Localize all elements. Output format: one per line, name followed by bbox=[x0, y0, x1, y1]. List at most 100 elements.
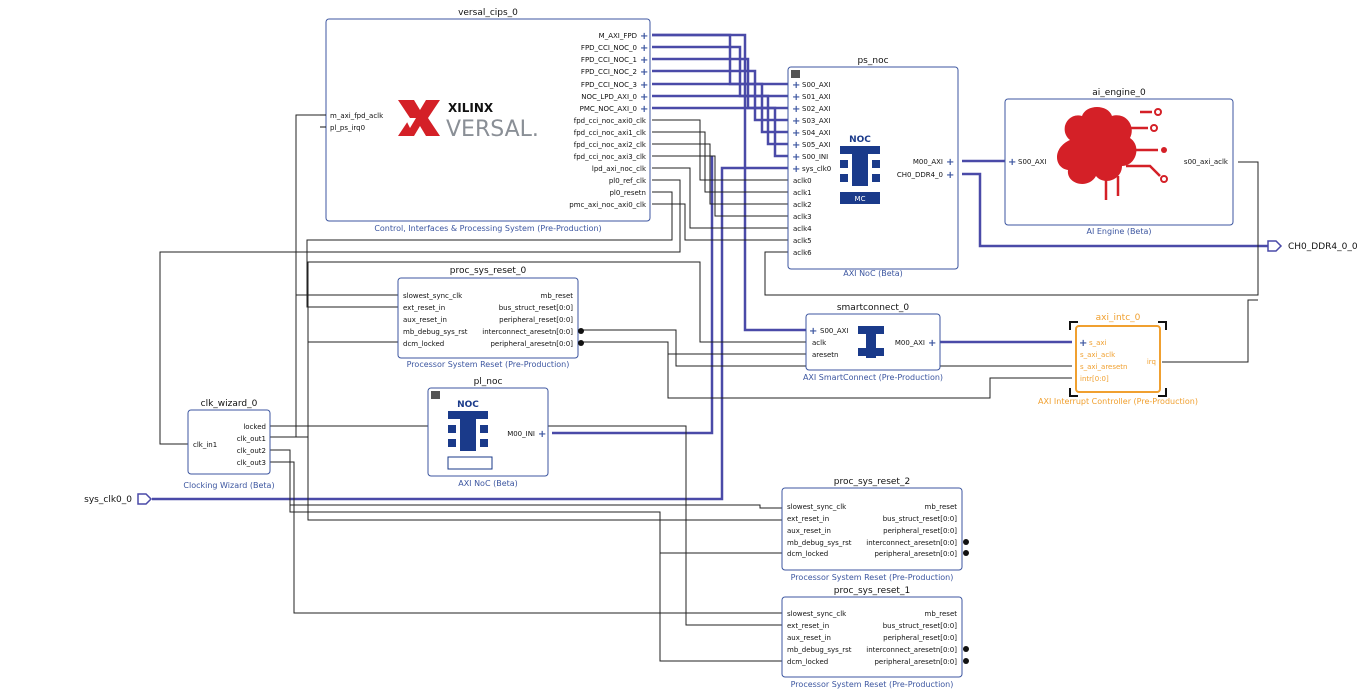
port-bus-struct-reset[interactable]: bus_struct_reset[0:0] bbox=[883, 515, 958, 523]
ps-noc-block[interactable]: ps_noc AXI NoC (Beta) NOC MC S00_AXI S01… bbox=[787, 56, 959, 278]
port-fpd-cci-noc-3[interactable]: FPD_CCI_NOC_3 bbox=[581, 81, 637, 89]
port-interconnect-aresetn[interactable]: interconnect_aresetn[0:0] bbox=[866, 539, 957, 547]
port-locked[interactable]: locked bbox=[243, 423, 266, 431]
ext-port-ch0-ddr4[interactable]: CH0_DDR4_0_0 bbox=[1267, 240, 1358, 252]
port-aclk0[interactable]: aclk0 bbox=[793, 177, 812, 185]
port-ai-s00-axi[interactable]: S00_AXI bbox=[1018, 158, 1047, 166]
port-aux-reset-in[interactable]: aux_reset_in bbox=[787, 634, 831, 642]
port-m-axi-fpd[interactable]: M_AXI_FPD bbox=[599, 32, 637, 40]
port-bus-struct-reset[interactable]: bus_struct_reset[0:0] bbox=[883, 622, 958, 630]
port-fpd-cci-noc-axi2-clk[interactable]: fpd_cci_noc_axi2_clk bbox=[574, 141, 647, 149]
port-ext-reset-in[interactable]: ext_reset_in bbox=[787, 622, 829, 630]
clk-wizard-block[interactable]: clk_wizard_0 Clocking Wizard (Beta) clk_… bbox=[183, 399, 274, 490]
port-mb-debug-sys-rst[interactable]: mb_debug_sys_rst bbox=[787, 539, 852, 547]
port-slowest-sync-clk[interactable]: slowest_sync_clk bbox=[787, 503, 847, 511]
port-ext-reset-in[interactable]: ext_reset_in bbox=[403, 304, 445, 312]
port-s00-axi[interactable]: S00_AXI bbox=[802, 81, 831, 89]
port-s-axi-aclk[interactable]: s_axi_aclk bbox=[1080, 351, 1116, 359]
versal-cips-block[interactable]: versal_cips_0 Control, Interfaces & Proc… bbox=[320, 8, 651, 233]
port-peripheral-reset[interactable]: peripheral_reset[0:0] bbox=[883, 634, 957, 642]
proc-sys-reset-2-body[interactable] bbox=[781, 487, 963, 571]
pl-noc-block[interactable]: pl_noc AXI NoC (Beta) NOC M00_INI + bbox=[427, 377, 549, 488]
port-dcm-locked[interactable]: dcm_locked bbox=[787, 658, 828, 666]
port-lpd-axi-noc-clk[interactable]: lpd_axi_noc_clk bbox=[592, 165, 647, 173]
port-sys-clk0[interactable]: sys_clk0 bbox=[802, 165, 831, 173]
port-irq[interactable]: irq bbox=[1147, 358, 1156, 366]
proc-sys-reset-2-block[interactable]: proc_sys_reset_2 Processor System Reset … bbox=[781, 477, 969, 582]
port-s00-axi-aclk[interactable]: s00_axi_aclk bbox=[1184, 158, 1229, 166]
port-fpd-cci-noc-1[interactable]: FPD_CCI_NOC_1 bbox=[581, 56, 637, 64]
block-menu-icon[interactable] bbox=[431, 391, 440, 399]
port-aclk6[interactable]: aclk6 bbox=[793, 249, 812, 257]
port-clk-out1[interactable]: clk_out1 bbox=[237, 435, 266, 443]
port-pl0-resetn[interactable]: pl0_resetn bbox=[609, 189, 646, 197]
port-s01-axi[interactable]: S01_AXI bbox=[802, 93, 831, 101]
port-sc-s00-axi[interactable]: S00_AXI bbox=[820, 327, 849, 335]
port-peripheral-aresetn[interactable]: peripheral_aresetn[0:0] bbox=[490, 340, 573, 348]
port-s02-axi[interactable]: S02_AXI bbox=[802, 105, 831, 113]
port-m00-ini[interactable]: M00_INI bbox=[507, 430, 535, 438]
port-sc-aresetn[interactable]: aresetn bbox=[812, 351, 838, 359]
port-m-axi-fpd-aclk[interactable]: m_axi_fpd_aclk bbox=[330, 112, 384, 120]
port-clk-out3[interactable]: clk_out3 bbox=[237, 459, 266, 467]
proc-sys-reset-0-block[interactable]: proc_sys_reset_0 Processor System Reset … bbox=[397, 266, 584, 369]
ext-port-sys-clk[interactable]: sys_clk0_0 bbox=[84, 493, 153, 505]
port-s03-axi[interactable]: S03_AXI bbox=[802, 117, 831, 125]
port-aclk5[interactable]: aclk5 bbox=[793, 237, 812, 245]
port-s05-axi[interactable]: S05_AXI bbox=[802, 141, 831, 149]
port-aclk3[interactable]: aclk3 bbox=[793, 213, 812, 221]
port-s-axi-aresetn[interactable]: s_axi_aresetn bbox=[1080, 363, 1127, 371]
port-sc-aclk[interactable]: aclk bbox=[812, 339, 827, 347]
port-fpd-cci-noc-0[interactable]: FPD_CCI_NOC_0 bbox=[581, 44, 637, 52]
port-fpd-cci-noc-axi1-clk[interactable]: fpd_cci_noc_axi1_clk bbox=[574, 129, 647, 137]
axi-intc-block[interactable]: axi_intc_0 AXI Interrupt Controller (Pre… bbox=[1038, 313, 1198, 406]
port-aux-reset-in[interactable]: aux_reset_in bbox=[787, 527, 831, 535]
port-mb-reset[interactable]: mb_reset bbox=[925, 503, 958, 511]
port-peripheral-reset[interactable]: peripheral_reset[0:0] bbox=[883, 527, 957, 535]
port-fpd-cci-noc-2[interactable]: FPD_CCI_NOC_2 bbox=[581, 68, 637, 76]
port-s-axi[interactable]: s_axi bbox=[1089, 339, 1107, 347]
port-aclk4[interactable]: aclk4 bbox=[793, 225, 812, 233]
port-peripheral-reset[interactable]: peripheral_reset[0:0] bbox=[499, 316, 573, 324]
port-ch0-ddr4-0[interactable]: CH0_DDR4_0 bbox=[897, 171, 943, 179]
port-dcm-locked[interactable]: dcm_locked bbox=[787, 550, 828, 558]
port-pl0-ref-clk[interactable]: pl0_ref_clk bbox=[609, 177, 647, 185]
port-dcm-locked[interactable]: dcm_locked bbox=[403, 340, 444, 348]
port-s00-ini[interactable]: S00_INI bbox=[802, 153, 828, 161]
versal-cips-body[interactable] bbox=[325, 18, 651, 222]
port-mb-reset[interactable]: mb_reset bbox=[925, 610, 958, 618]
port-fpd-cci-noc-axi0-clk[interactable]: fpd_cci_noc_axi0_clk bbox=[574, 117, 647, 125]
port-aux-reset-in[interactable]: aux_reset_in bbox=[403, 316, 447, 324]
port-clk-out2[interactable]: clk_out2 bbox=[237, 447, 266, 455]
ai-engine-block[interactable]: ai_engine_0 AI Engine (Beta) S00_AXI + s… bbox=[1004, 88, 1234, 236]
port-intr[interactable]: intr[0:0] bbox=[1080, 375, 1109, 383]
port-peripheral-aresetn[interactable]: peripheral_aresetn[0:0] bbox=[874, 658, 957, 666]
port-interconnect-aresetn[interactable]: interconnect_aresetn[0:0] bbox=[866, 646, 957, 654]
clk-wizard-body[interactable] bbox=[187, 409, 271, 475]
port-aclk2[interactable]: aclk2 bbox=[793, 201, 812, 209]
proc-sys-reset-1-body[interactable] bbox=[781, 596, 963, 678]
port-mb-debug-sys-rst[interactable]: mb_debug_sys_rst bbox=[403, 328, 468, 336]
port-sc-m00-axi[interactable]: M00_AXI bbox=[895, 339, 925, 347]
port-clk-in1[interactable]: clk_in1 bbox=[193, 441, 217, 449]
port-fpd-cci-noc-axi3-clk[interactable]: fpd_cci_noc_axi3_clk bbox=[574, 153, 647, 161]
port-s04-axi[interactable]: S04_AXI bbox=[802, 129, 831, 137]
port-mb-reset[interactable]: mb_reset bbox=[541, 292, 574, 300]
port-m00-axi[interactable]: M00_AXI bbox=[913, 158, 943, 166]
port-bus-struct-reset[interactable]: bus_struct_reset[0:0] bbox=[499, 304, 574, 312]
port-aclk1[interactable]: aclk1 bbox=[793, 189, 812, 197]
port-slowest-sync-clk[interactable]: slowest_sync_clk bbox=[787, 610, 847, 618]
port-slowest-sync-clk[interactable]: slowest_sync_clk bbox=[403, 292, 463, 300]
port-mb-debug-sys-rst[interactable]: mb_debug_sys_rst bbox=[787, 646, 852, 654]
axi-intc-body[interactable] bbox=[1075, 325, 1161, 393]
port-pl-ps-irq0[interactable]: pl_ps_irq0 bbox=[330, 124, 365, 132]
proc-sys-reset-0-body[interactable] bbox=[397, 277, 579, 359]
selection-handles[interactable] bbox=[1069, 321, 1167, 397]
port-interconnect-aresetn[interactable]: interconnect_aresetn[0:0] bbox=[482, 328, 573, 336]
port-noc-lpd-axi-0[interactable]: NOC_LPD_AXI_0 bbox=[581, 93, 637, 101]
proc-sys-reset-1-block[interactable]: proc_sys_reset_1 Processor System Reset … bbox=[781, 586, 969, 689]
port-ext-reset-in[interactable]: ext_reset_in bbox=[787, 515, 829, 523]
smartconnect-block[interactable]: smartconnect_0 AXI SmartConnect (Pre-Pro… bbox=[803, 303, 943, 382]
port-peripheral-aresetn[interactable]: peripheral_aresetn[0:0] bbox=[874, 550, 957, 558]
